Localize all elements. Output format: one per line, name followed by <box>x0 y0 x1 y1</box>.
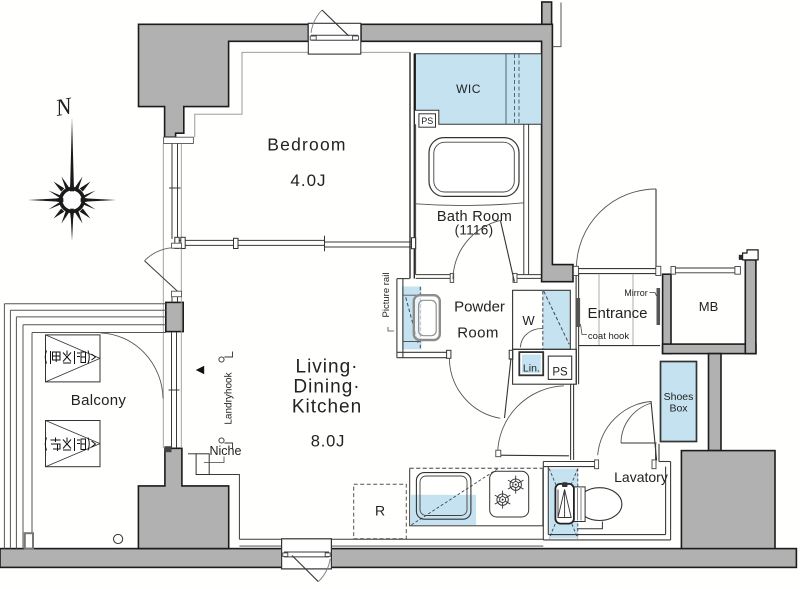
svg-text:Niche: Niche <box>210 444 242 458</box>
svg-text:Dining·: Dining· <box>293 377 360 398</box>
svg-text:R: R <box>375 503 385 519</box>
svg-text:Living·: Living· <box>296 357 359 378</box>
svg-text:8.0J: 8.0J <box>311 433 345 451</box>
svg-text:Lavatory: Lavatory <box>614 469 668 485</box>
svg-text:Landryhook: Landryhook <box>224 371 235 424</box>
svg-text:Entrance: Entrance <box>587 305 647 322</box>
svg-text:WIC: WIC <box>456 82 481 96</box>
svg-text:Kitchen: Kitchen <box>292 397 362 418</box>
svg-text:Lin.: Lin. <box>523 363 540 375</box>
svg-text:MB: MB <box>699 299 719 314</box>
svg-text:N: N <box>53 93 76 122</box>
svg-text:(1116): (1116) <box>455 223 494 238</box>
svg-text:PS: PS <box>552 367 568 379</box>
svg-text:Room: Room <box>457 325 499 342</box>
svg-text:Balcony: Balcony <box>71 392 127 409</box>
svg-text:Picture rail: Picture rail <box>381 273 392 318</box>
svg-text:W: W <box>522 313 535 328</box>
svg-text:4.0J: 4.0J <box>290 171 326 190</box>
svg-text:Bath Room: Bath Room <box>437 209 512 225</box>
svg-text:Powder: Powder <box>454 299 505 316</box>
svg-text:Bedroom: Bedroom <box>267 135 346 155</box>
svg-text:coat hook: coat hook <box>588 331 629 342</box>
svg-text:Box: Box <box>669 403 688 415</box>
svg-text:Mirror: Mirror <box>624 288 648 298</box>
svg-text:PS: PS <box>421 116 433 126</box>
svg-text:Shoes: Shoes <box>664 391 694 403</box>
